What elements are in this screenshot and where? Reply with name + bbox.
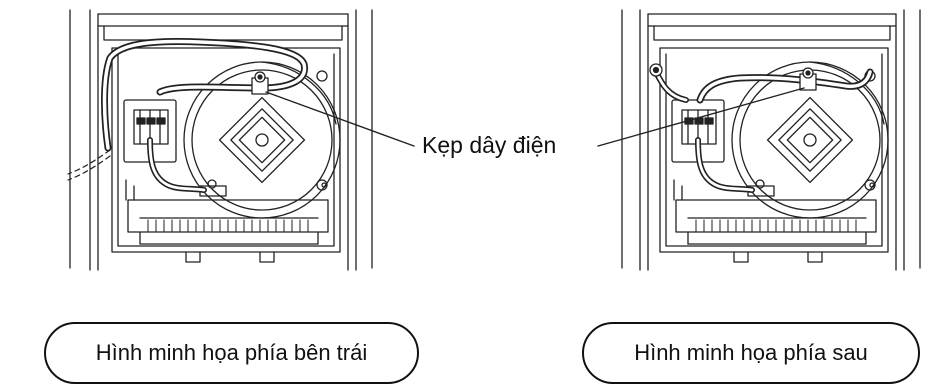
caption-left-side: Hình minh họa phía bên trái	[44, 322, 419, 384]
caption-right-text: Hình minh họa phía sau	[634, 340, 868, 365]
caption-rear-side: Hình minh họa phía sau	[582, 322, 920, 384]
right-unit-illustration	[621, 9, 921, 271]
right-cable-clamp-icon	[799, 67, 817, 91]
caption-left-text: Hình minh họa phía bên trái	[95, 340, 368, 365]
cable-clamp-label: Kẹp dây điện	[422, 132, 557, 158]
left-cable-clamp-icon	[251, 71, 269, 95]
left-unit-illustration	[67, 9, 373, 271]
callout-leader-right	[597, 87, 805, 147]
callout-leader-left	[265, 91, 415, 147]
